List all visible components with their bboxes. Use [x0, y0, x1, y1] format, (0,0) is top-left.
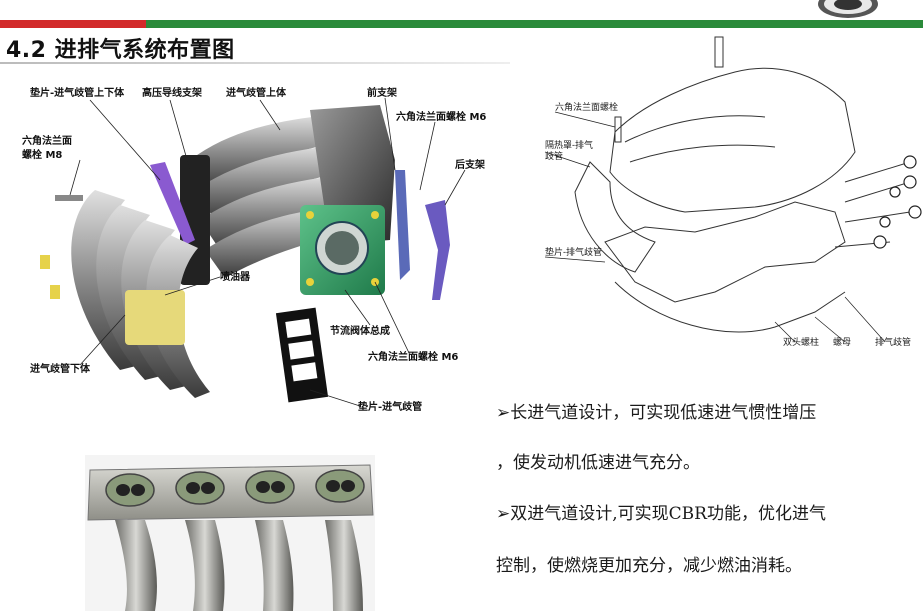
header-stripe	[0, 20, 923, 28]
label-heat-shield-1: 隔热罩-排气	[545, 139, 593, 151]
brand-logo-icon	[818, 0, 878, 18]
label-manifold-upper: 进气歧管上体	[226, 86, 287, 99]
label-gasket-exhaust: 垫片-排气歧管	[545, 246, 602, 258]
bolt-icon	[40, 255, 50, 269]
label-hp-bracket: 高压导线支架	[142, 86, 202, 99]
label-hex-bolt-top: 六角法兰面螺栓 M6	[396, 110, 486, 123]
gasket-intake-part	[275, 307, 329, 403]
label-exhaust-hex-bolt: 六角法兰面螺栓	[555, 101, 618, 113]
intake-manifold-diagram: 垫片-进气歧管上下体 高压导线支架 进气歧管上体 前支架 六角法兰面螺栓 M6 …	[22, 86, 486, 413]
front-bracket-part	[395, 170, 410, 280]
label-heat-shield-2: 歧管	[545, 150, 563, 162]
label-exhaust-manifold: 排气歧管	[875, 336, 911, 348]
bullet-1-line-2: ，使发动机低速进气充分。	[496, 453, 700, 473]
header-stripe-red	[0, 20, 146, 28]
bullet-2-line-1: ➢双进气道设计,可实现CBR功能，优化进气	[496, 504, 826, 524]
throttle-body-part	[300, 205, 385, 295]
label-nut: 螺母	[833, 337, 851, 348]
label-front-bracket: 前支架	[367, 86, 397, 99]
label-hex-bolt-left-1: 六角法兰面	[22, 134, 72, 147]
label-hex-bolt-bottom: 六角法兰面螺栓 M6	[368, 350, 458, 363]
label-rear-bracket: 后支架	[455, 158, 485, 171]
label-gasket-intake: 垫片-进气歧管	[358, 400, 422, 413]
bolt-icon	[55, 195, 83, 201]
exhaust-manifold-diagram: 六角法兰面螺栓 隔热罩-排气 歧管 垫片-排气歧管 双头螺柱 螺母 排气歧管	[544, 36, 922, 348]
bolt-icon	[50, 285, 60, 299]
label-manifold-lower: 进气歧管下体	[30, 362, 91, 375]
rear-bracket-part	[425, 200, 450, 300]
label-stud: 双头螺柱	[783, 336, 819, 348]
slide-title: 4.2 进排气系统布置图	[6, 38, 235, 63]
label-throttle: 节流阀体总成	[330, 324, 390, 337]
header-stripe-green	[146, 20, 923, 28]
label-injector: 喷油器	[220, 270, 251, 283]
manifold-photo	[85, 455, 375, 611]
title-underline	[0, 62, 510, 64]
bullet-1-line-1: ➢长进气道设计，可实现低速进气惯性增压	[496, 403, 817, 423]
intake-manifold-lower-part	[71, 190, 210, 398]
bullet-2-line-2: 控制，使燃烧更加充分，减少燃油消耗。	[496, 556, 802, 576]
label-hex-bolt-left-2: 螺栓 M8	[22, 148, 62, 161]
feature-bullets: ➢长进气道设计，可实现低速进气惯性增压 ，使发动机低速进气充分。 ➢双进气道设计…	[496, 400, 916, 579]
gasket-upper-part	[150, 162, 195, 245]
label-gasket-upper: 垫片-进气歧管上下体	[30, 86, 125, 99]
